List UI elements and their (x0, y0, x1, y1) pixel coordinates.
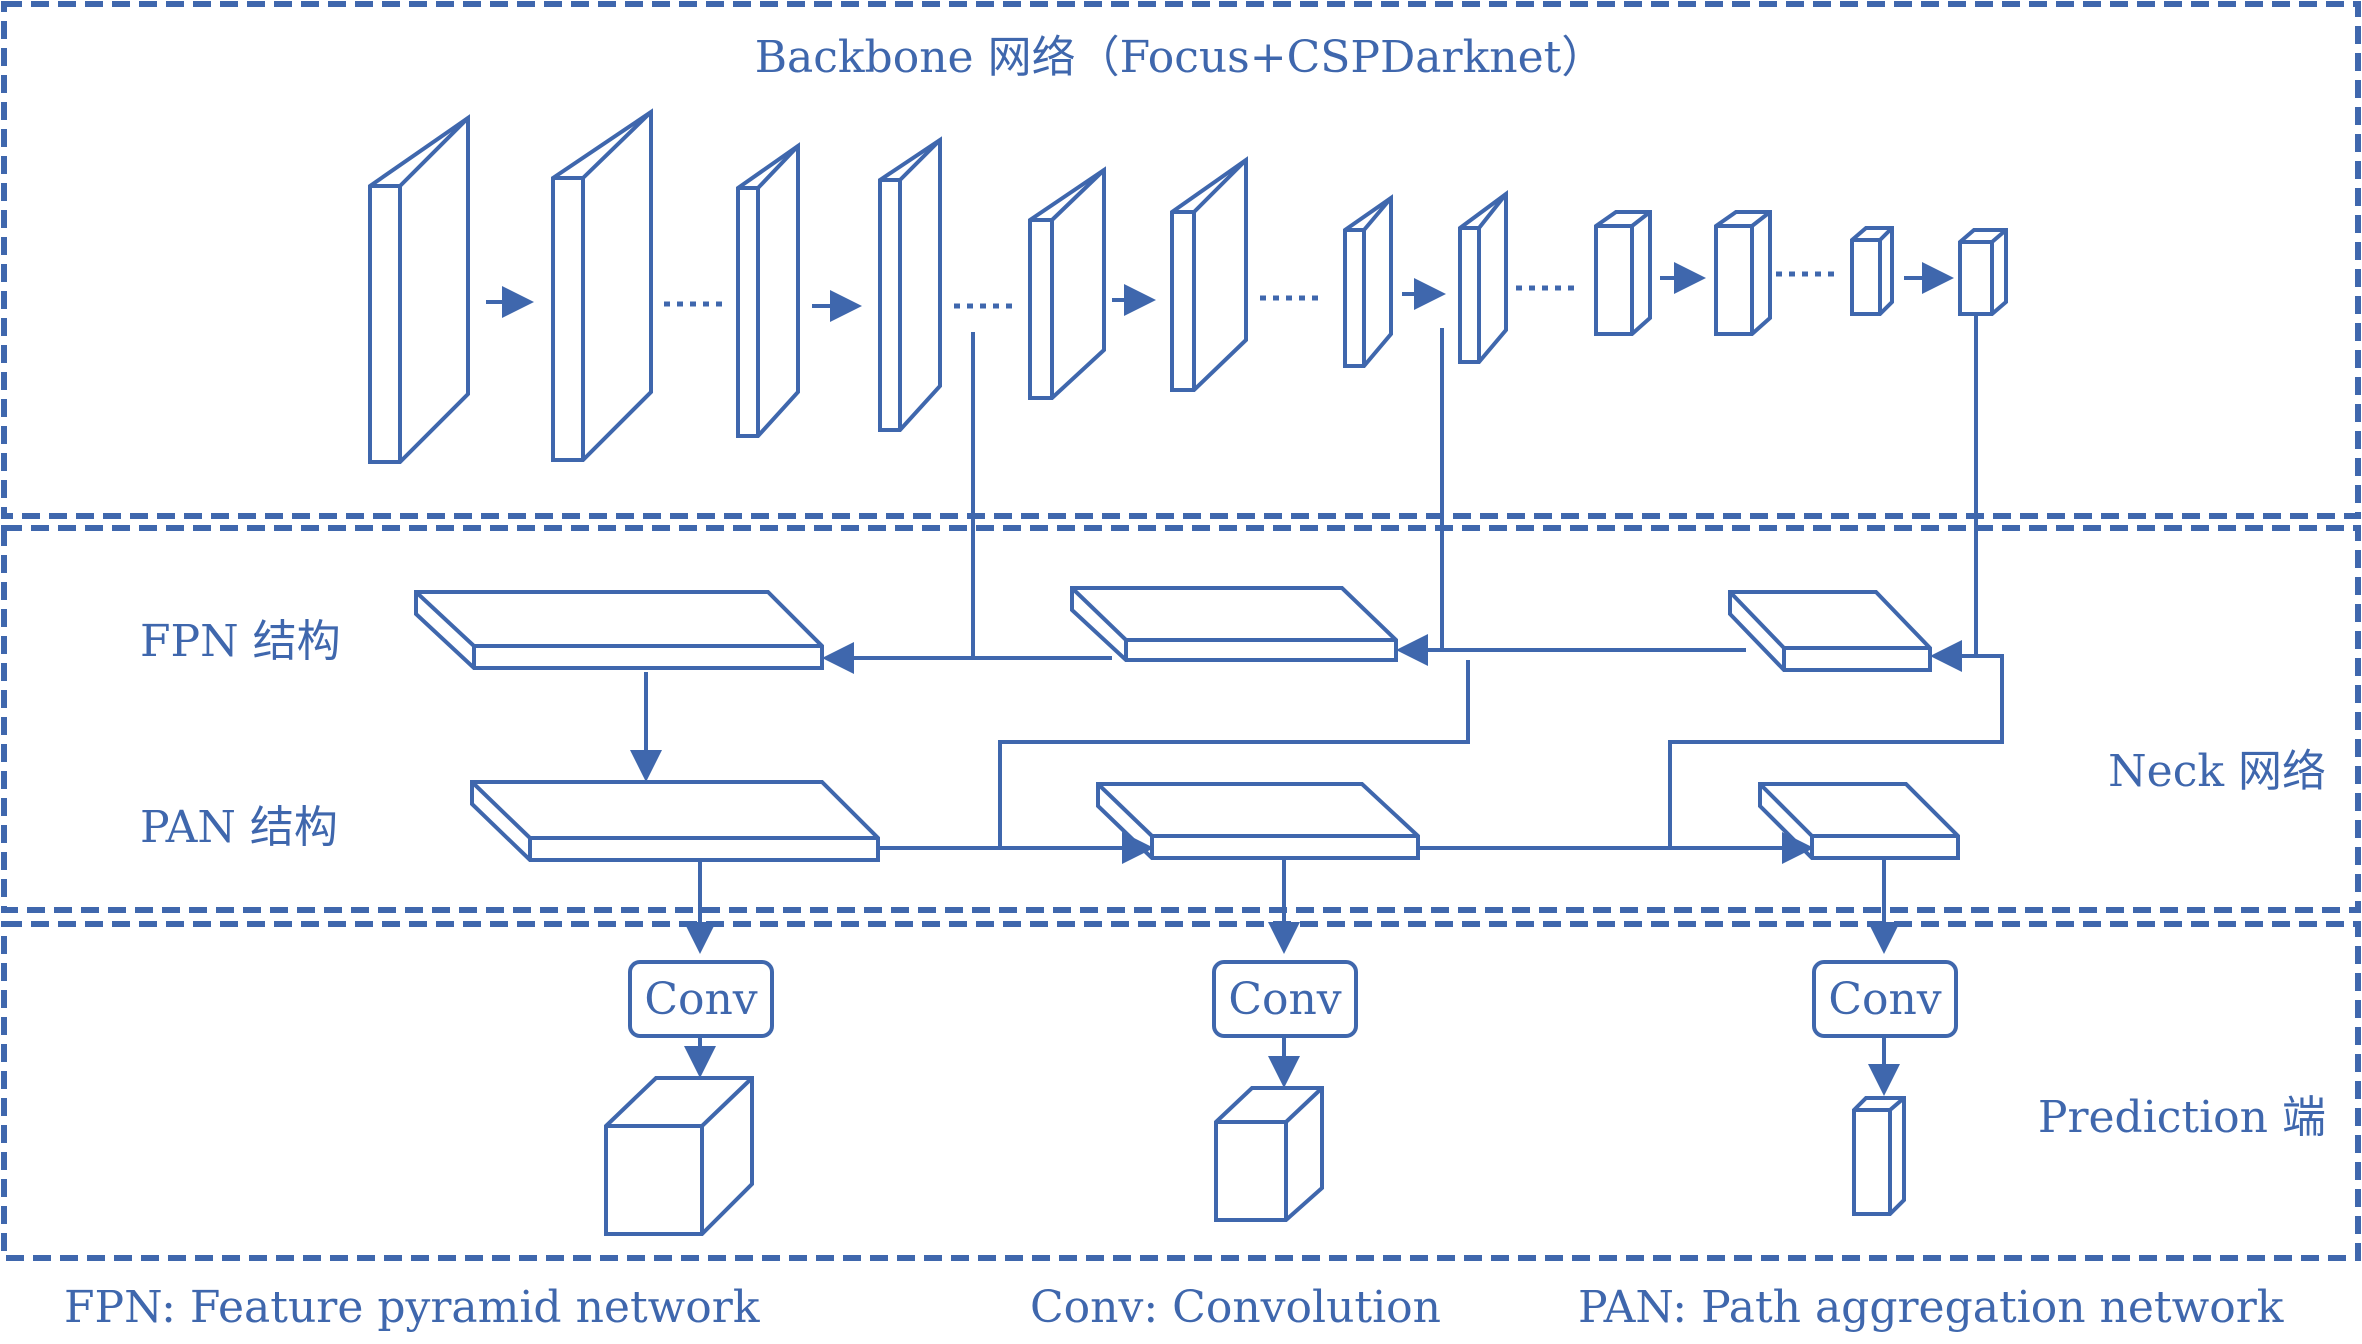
conv-block-large: Conv (628, 960, 774, 1038)
backbone-feature-map-5 (1028, 166, 1106, 400)
backbone-feature-map-10 (1714, 210, 1772, 336)
conv-block-small: Conv (1812, 960, 1958, 1038)
backbone-feature-map-8 (1458, 190, 1508, 364)
conv-label-small: Conv (1828, 974, 1941, 1025)
legend-fpn: FPN: Feature pyramid network (64, 1282, 760, 1333)
backbone-feature-map-11 (1850, 226, 1894, 316)
prediction-label: Prediction 端 (2038, 1092, 2326, 1143)
conv-block-medium: Conv (1212, 960, 1358, 1038)
pan-label: PAN 结构 (140, 802, 338, 853)
fpn-feature-map-large (414, 590, 824, 670)
prediction-region (1, 921, 2361, 1261)
backbone-feature-map-3 (736, 142, 800, 438)
neck-region (1, 525, 2361, 913)
connector-fpn-small-to-pan (1668, 654, 2004, 848)
output-cube-medium (1214, 1086, 1324, 1222)
backbone-feature-map-1 (368, 114, 470, 464)
fpn-label: FPN 结构 (140, 616, 341, 667)
backbone-feature-map-9 (1594, 210, 1652, 336)
backbone-feature-map-7 (1343, 194, 1393, 368)
pan-feature-map-large (470, 780, 880, 862)
conv-label-medium: Conv (1228, 974, 1341, 1025)
backbone-feature-map-12 (1958, 228, 2008, 316)
backbone-feature-map-2 (551, 108, 653, 462)
backbone-region (1, 1, 2361, 519)
backbone-title: Backbone 网络（Focus+CSPDarknet） (755, 32, 1606, 83)
connector-backbone-to-fpn-medium (1396, 328, 1444, 666)
neck-label: Neck 网络 (2108, 746, 2326, 797)
fpn-feature-map-medium (1070, 586, 1398, 662)
fpn-feature-map-small (1728, 590, 1932, 672)
conv-label-large: Conv (644, 974, 757, 1025)
legend-pan: PAN: Path aggregation network (1578, 1282, 2284, 1333)
output-cube-small (1852, 1096, 1906, 1216)
pan-feature-map-medium (1096, 782, 1420, 860)
backbone-feature-map-6 (1170, 156, 1248, 392)
output-cube-large (604, 1076, 754, 1236)
backbone-feature-map-4 (878, 136, 942, 432)
connector-backbone-to-fpn-small (1930, 316, 1978, 672)
connector-fpn-medium-to-pan (998, 660, 1470, 848)
legend-conv: Conv: Convolution (1030, 1282, 1441, 1333)
